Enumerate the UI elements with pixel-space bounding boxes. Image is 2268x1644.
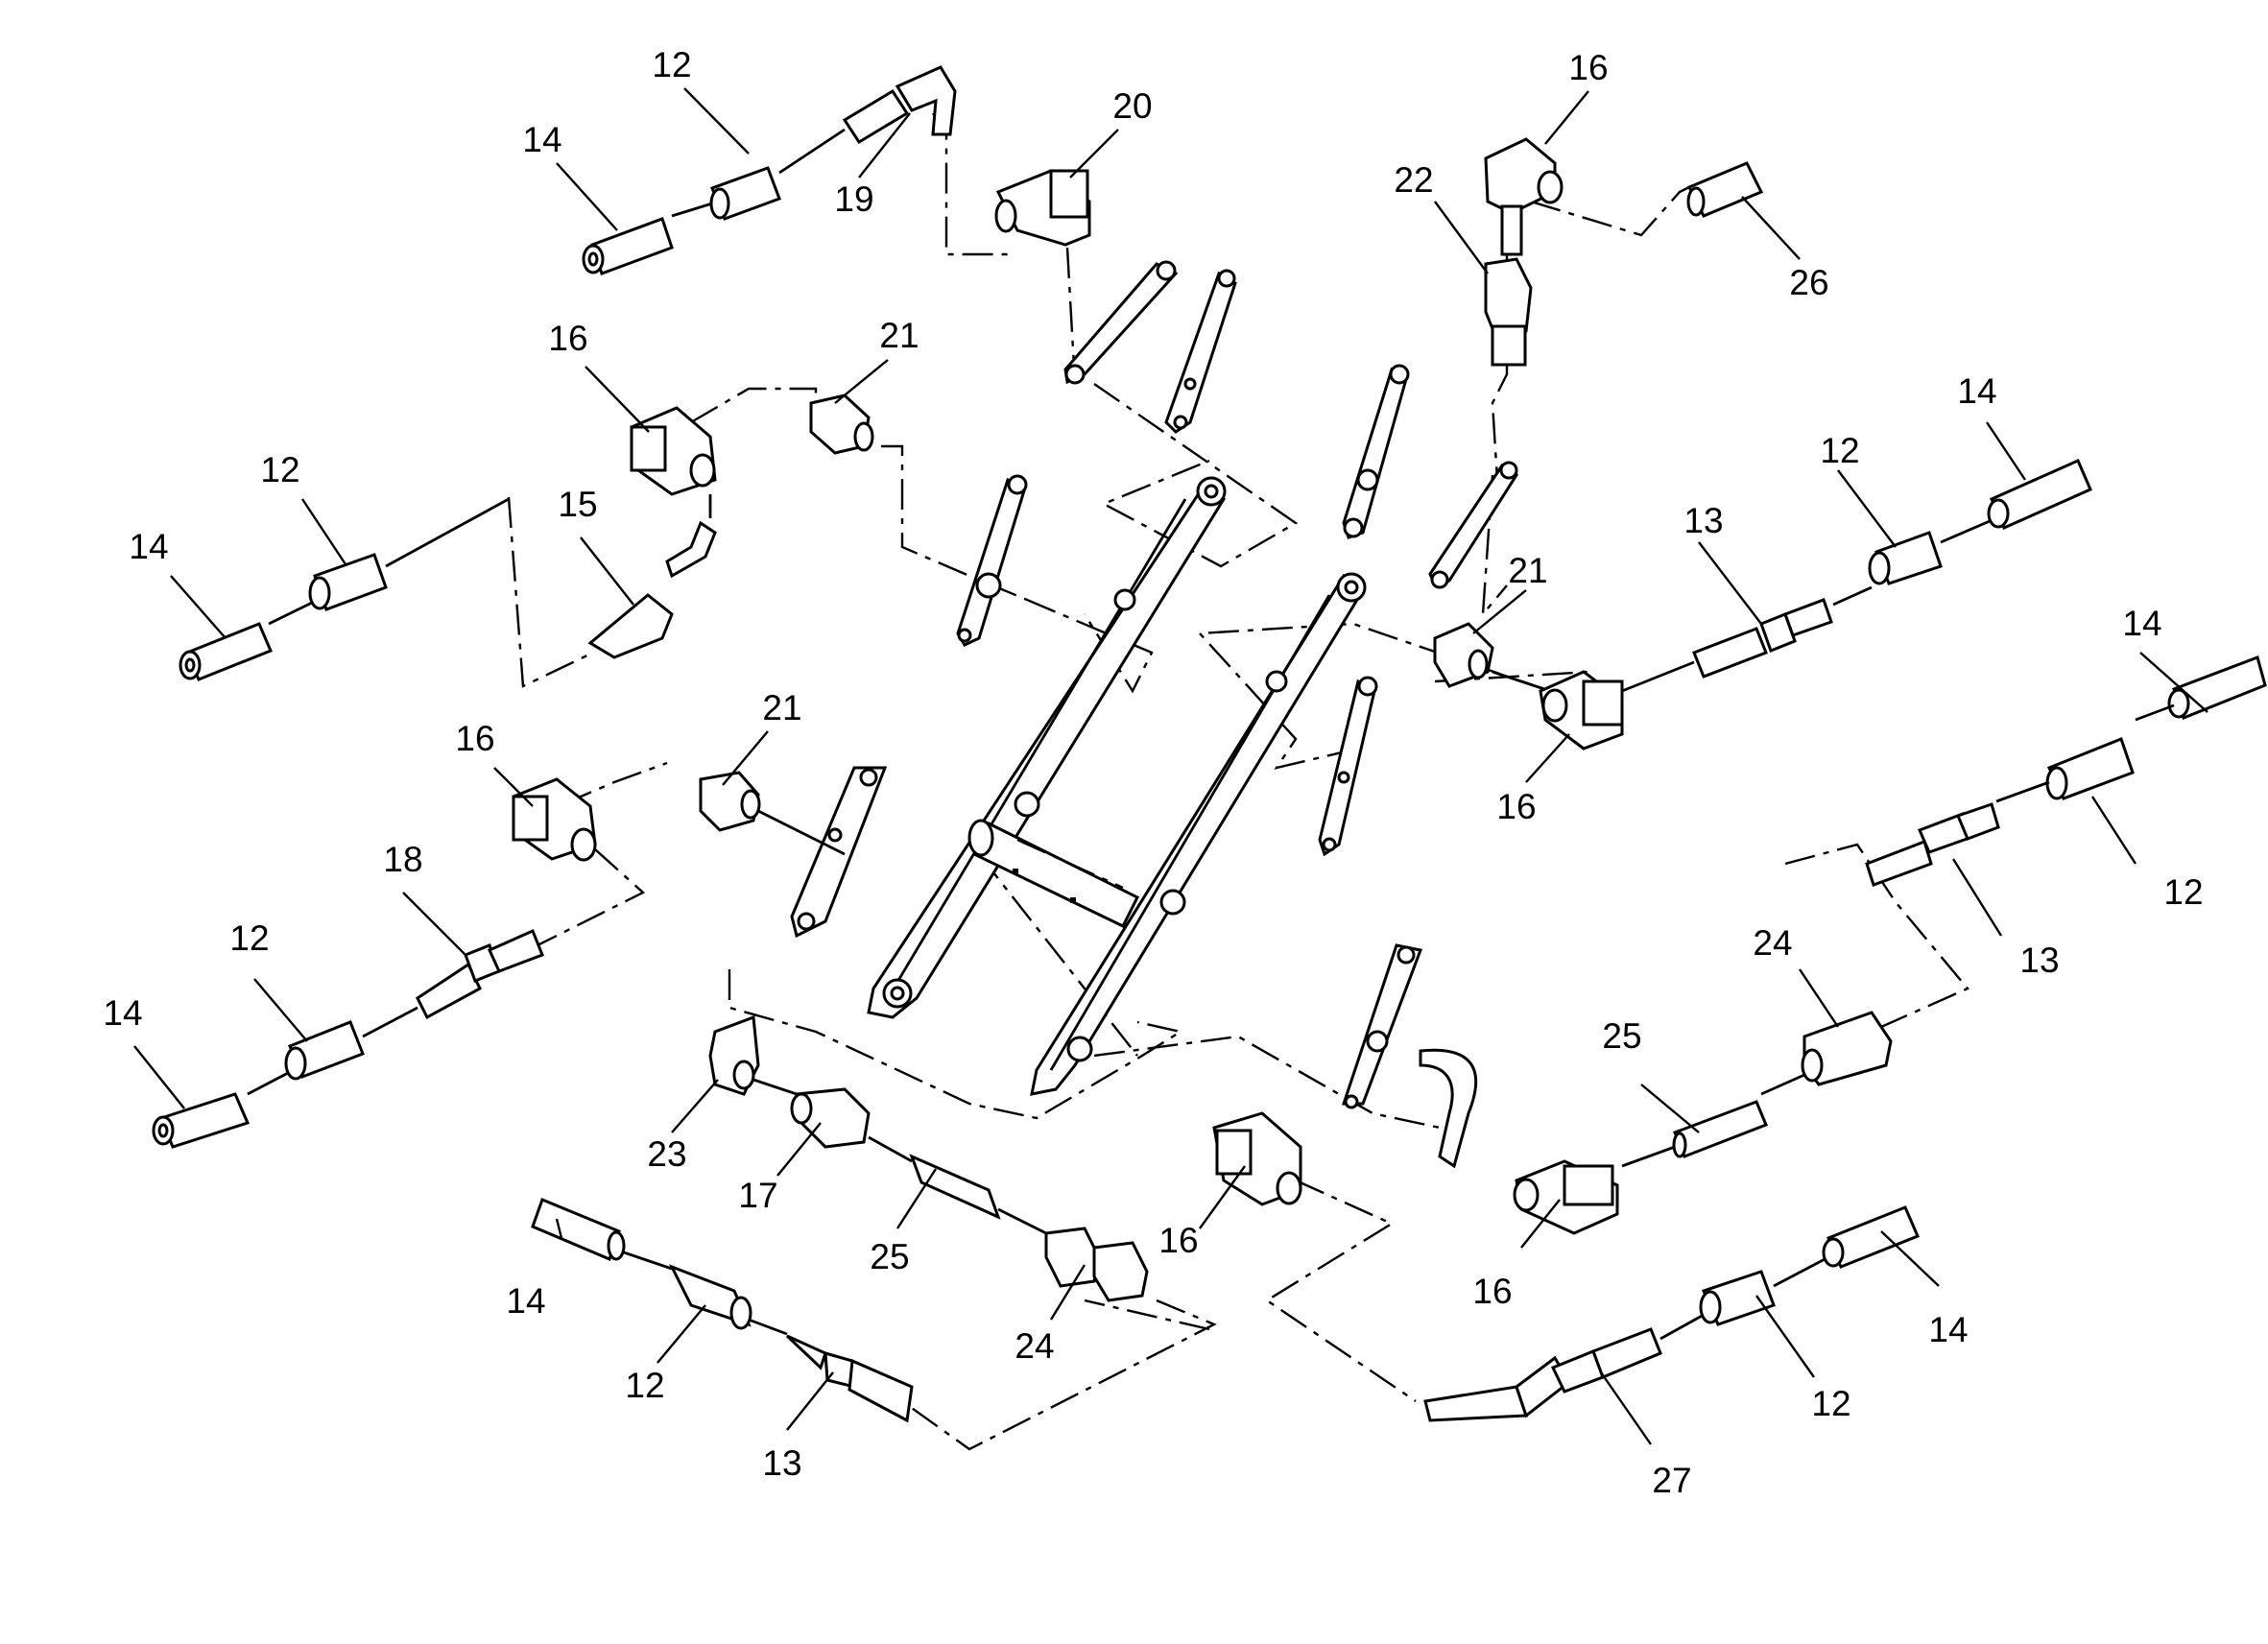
nut-21-upper <box>809 393 874 455</box>
link-bar-lower-right <box>1318 676 1378 857</box>
callout-c22: 21 <box>762 688 801 727</box>
bottom-left-line-14-12-13 <box>531 1198 914 1423</box>
callout-c11: 14 <box>129 527 168 566</box>
tee-22 <box>1484 257 1533 367</box>
callout-c37: 14 <box>1928 1310 1968 1349</box>
hose-26 <box>1686 161 1764 218</box>
right-upper-line-13-12-14 <box>1621 459 2092 693</box>
loader-arm-left <box>867 476 1227 1019</box>
callout-c14: 12 <box>1820 431 1859 470</box>
right-mid-line-14-12-13 <box>1865 655 2267 887</box>
tube-25-right <box>1621 1100 1768 1168</box>
link-bar-curved-22 <box>1428 461 1519 589</box>
callout-c17: 16 <box>1496 787 1536 826</box>
callout-c8: 16 <box>548 319 587 358</box>
callout-labels: 12 14 19 20 16 22 26 16 21 12 14 15 14 1… <box>103 45 2203 1500</box>
link-bar-mid-a <box>956 474 1028 647</box>
elbow-16-lower-right <box>1513 1159 1619 1235</box>
upper-left-line-14-12 <box>179 497 510 681</box>
elbow-16-upper-left <box>630 406 717 496</box>
callout-c34: 14 <box>506 1281 545 1321</box>
elbow-16-right <box>1539 670 1624 751</box>
callout-c5: 16 <box>1568 48 1608 87</box>
nut-21-mid <box>699 771 846 856</box>
callout-c3: 19 <box>834 179 873 219</box>
callout-c2: 14 <box>522 120 561 159</box>
callout-c30: 25 <box>870 1237 909 1276</box>
callout-c10: 12 <box>260 450 299 489</box>
callout-c13: 14 <box>1957 371 1996 411</box>
callout-c4: 20 <box>1112 86 1152 126</box>
callout-c6: 22 <box>1394 160 1433 200</box>
elbow-15 <box>587 494 717 659</box>
union-17 <box>790 1087 871 1149</box>
callout-c24: 12 <box>229 918 269 958</box>
callout-c7: 26 <box>1789 263 1828 302</box>
callout-c21: 16 <box>455 719 494 758</box>
link-bar-top-a <box>1063 260 1179 385</box>
callout-c23: 18 <box>383 840 422 879</box>
bottom-right-line-27-12-14 <box>1423 1205 1920 1422</box>
callout-c32: 16 <box>1158 1221 1198 1260</box>
callout-c36: 13 <box>762 1443 801 1483</box>
callout-c20: 13 <box>2019 941 2059 980</box>
tee-23 <box>708 1014 798 1096</box>
elbow-16-mid-left <box>512 777 597 862</box>
callout-c9: 21 <box>879 316 919 355</box>
cross-tube <box>967 819 1140 928</box>
union-24-center <box>1044 1227 1149 1302</box>
callout-c28: 23 <box>647 1134 686 1174</box>
union-24-right <box>1760 1011 1893 1096</box>
loader-arm-right <box>1030 572 1367 1096</box>
link-bar-bottom-right <box>1341 943 1478 1169</box>
nut-21-right <box>1433 622 1551 693</box>
callout-c16: 21 <box>1508 551 1547 590</box>
tube-25-center <box>868 1135 1047 1235</box>
mid-left-line-14-12-18 <box>152 928 544 1149</box>
callout-c18: 14 <box>2122 604 2161 643</box>
callout-c15: 13 <box>1683 501 1723 540</box>
link-bar-mid-b <box>1342 364 1410 539</box>
callout-c33: 16 <box>1472 1272 1512 1311</box>
leader-lines <box>133 87 2208 1445</box>
elbow-20 <box>994 169 1091 247</box>
top-left-line <box>582 65 957 275</box>
elbow-16-top <box>1484 137 1564 256</box>
callout-c27: 25 <box>1602 1016 1641 1056</box>
callout-c38: 12 <box>1811 1384 1850 1423</box>
callout-c26: 24 <box>1753 923 1792 963</box>
callout-c35: 12 <box>625 1366 664 1405</box>
callout-c1: 12 <box>652 45 691 84</box>
callout-c19: 12 <box>2163 872 2203 912</box>
callout-c31: 24 <box>1015 1326 1054 1366</box>
callout-c12: 15 <box>558 485 597 524</box>
callout-c25: 14 <box>103 993 142 1033</box>
callout-c39: 27 <box>1652 1461 1691 1500</box>
callout-c29: 17 <box>738 1176 777 1215</box>
link-bar-top-b <box>1164 269 1237 434</box>
